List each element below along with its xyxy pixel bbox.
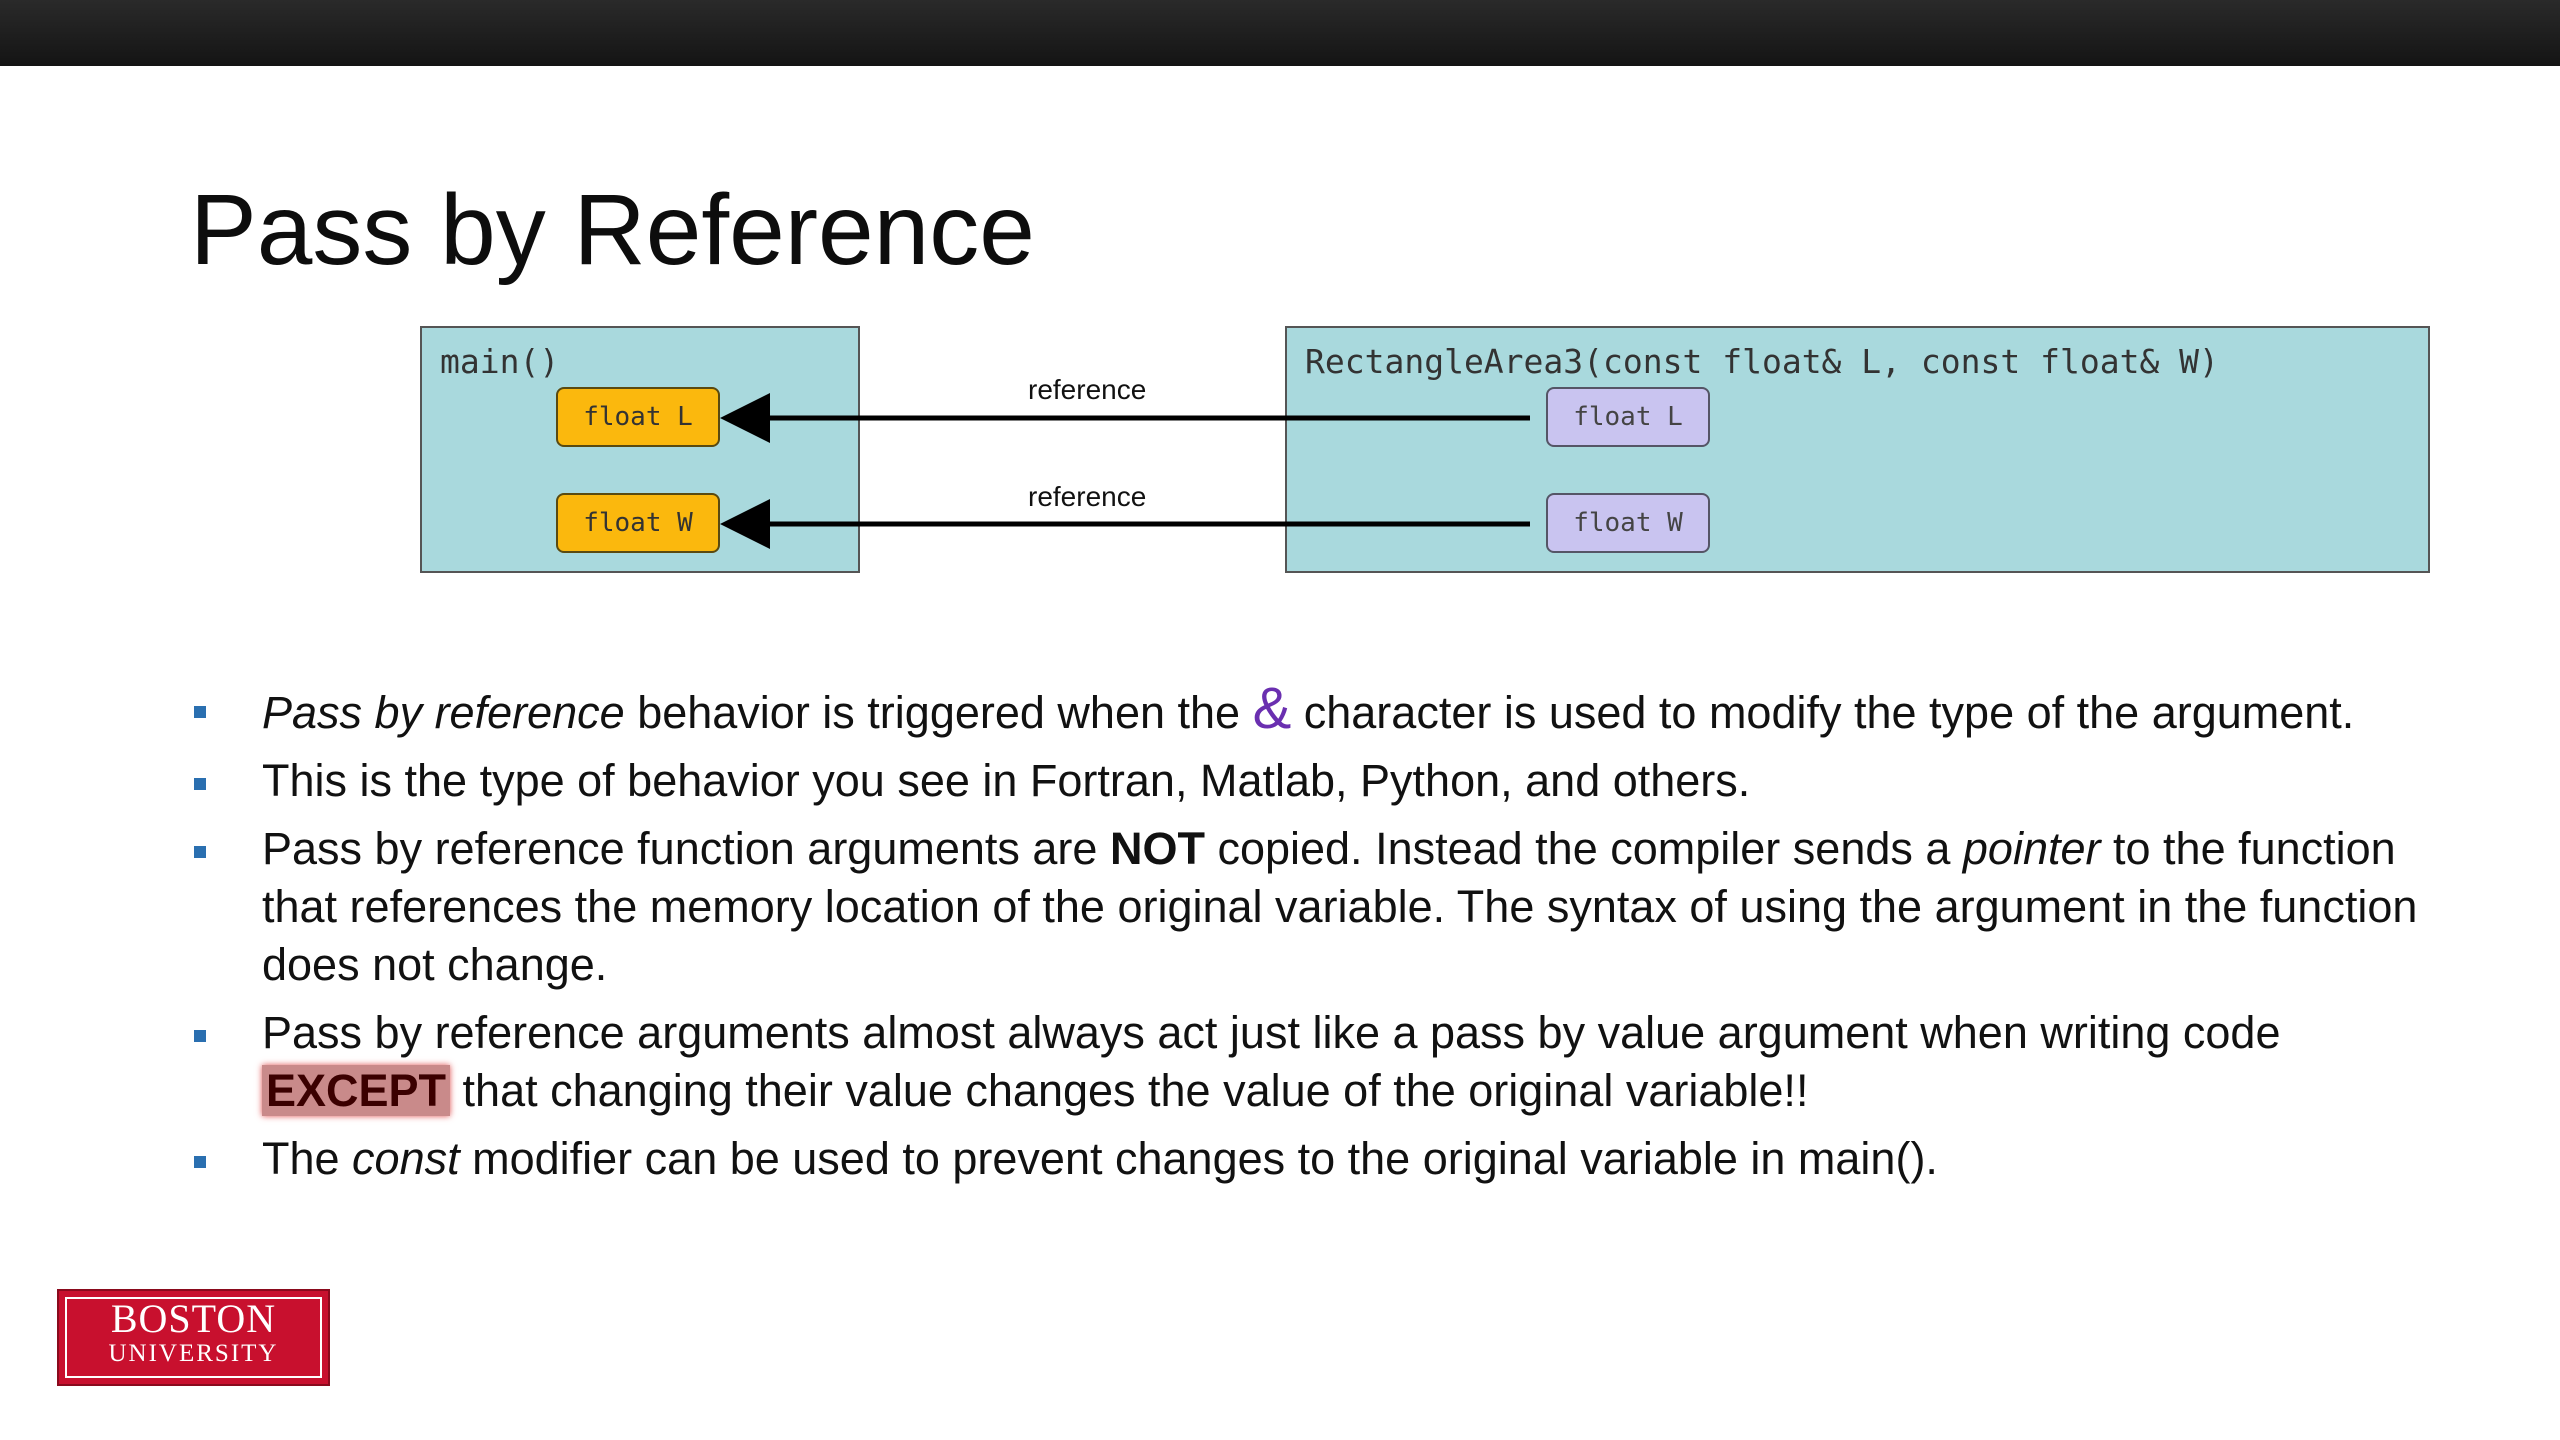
- main-var-l: float L: [556, 387, 720, 447]
- function-var-w: float W: [1546, 493, 1710, 553]
- logo-line-boston: BOSTON: [110, 1296, 277, 1341]
- reference-arrows: [720, 393, 1530, 549]
- bullet-text: copied. Instead the compiler sends a: [1204, 823, 1963, 874]
- logo-line-university: UNIVERSITY: [108, 1340, 279, 1367]
- function-var-l: float L: [1546, 387, 1710, 447]
- bullet-marker-icon: [194, 846, 206, 858]
- bullet-text: The: [262, 1133, 353, 1184]
- bullet-marker-icon: [194, 778, 206, 790]
- bullet-emphasis: pointer: [1962, 823, 2101, 874]
- reference-diagram: main() RectangleArea3(const float& L, co…: [0, 0, 2560, 620]
- bullet-marker-icon: [194, 1156, 206, 1168]
- bullet-item: Pass by reference arguments almost alway…: [190, 1004, 2430, 1120]
- bullet-text: behavior is triggered when the: [624, 687, 1253, 738]
- reference-label-w: reference: [1028, 481, 1147, 512]
- bullet-text: Pass by reference function arguments are: [262, 823, 1110, 874]
- main-var-w: float W: [556, 493, 720, 553]
- bullet-emphasis: const: [352, 1133, 460, 1184]
- bullet-marker-icon: [194, 706, 206, 718]
- bullet-text: character is used to modify the type of …: [1291, 687, 2355, 738]
- bullet-text: that changing their value changes the va…: [450, 1065, 1809, 1116]
- bullet-item: This is the type of behavior you see in …: [190, 752, 2430, 810]
- function-frame-label: RectangleArea3(const float& L, const flo…: [1305, 342, 2219, 381]
- bullet-item: Pass by reference behavior is triggered …: [190, 680, 2430, 742]
- boston-university-logo: BOSTON UNIVERSITY: [57, 1289, 330, 1386]
- slide-title: Pass by Reference: [190, 174, 1035, 286]
- except-highlight: EXCEPT: [262, 1065, 451, 1116]
- logo-border: [65, 1297, 322, 1378]
- bullet-item: The const modifier can be used to preven…: [190, 1130, 2430, 1188]
- bullet-text: to the function that references the memo…: [262, 823, 2418, 990]
- bullet-list: Pass by reference behavior is triggered …: [190, 680, 2430, 1198]
- bullet-text: modifier can be used to prevent changes …: [459, 1133, 1938, 1184]
- top-bar: [0, 0, 2560, 66]
- main-frame-label: main(): [440, 342, 560, 381]
- bullet-text: Pass by reference arguments almost alway…: [262, 1007, 2281, 1058]
- bullet-text: This is the type of behavior you see in …: [262, 755, 1751, 806]
- reference-label-l: reference: [1028, 374, 1147, 405]
- bullet-item: Pass by reference function arguments are…: [190, 820, 2430, 994]
- bullet-marker-icon: [194, 1030, 206, 1042]
- ampersand-symbol: &: [1252, 676, 1292, 741]
- bullet-emphasis: Pass by reference: [262, 687, 625, 738]
- function-frame: RectangleArea3(const float& L, const flo…: [1285, 326, 2430, 573]
- bullet-strong: NOT: [1109, 823, 1205, 874]
